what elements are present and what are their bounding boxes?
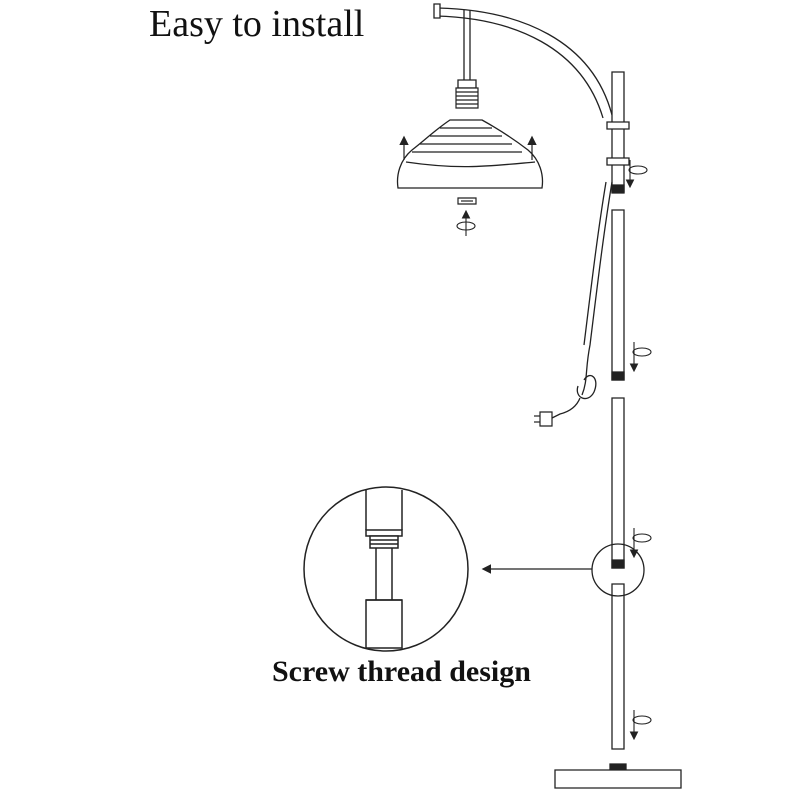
lamp-base <box>555 764 681 788</box>
power-cord <box>548 182 612 420</box>
arc-arm <box>434 4 612 118</box>
pole-segment-3 <box>612 398 624 568</box>
rotate-arrow-icon <box>629 528 651 559</box>
rotate-arrow-icon <box>629 342 651 373</box>
joint-highlight-circle <box>592 544 644 596</box>
rotate-arrow-icon <box>457 209 475 236</box>
pole-segment-bottom <box>612 584 624 749</box>
screw-thread-caption: Screw thread design <box>272 655 531 688</box>
rotate-arrow-icon <box>629 710 651 741</box>
hanging-rod <box>458 10 476 88</box>
rotate-arrow-icon <box>625 160 647 189</box>
pole-segment-2 <box>612 210 624 380</box>
shade-ring <box>458 198 476 204</box>
lamp-shade <box>398 120 543 188</box>
pole-segment-top <box>607 72 629 193</box>
screw-thread-detail <box>304 487 468 651</box>
page-title: Easy to install <box>149 3 365 45</box>
socket <box>456 88 478 108</box>
plug <box>534 412 552 426</box>
